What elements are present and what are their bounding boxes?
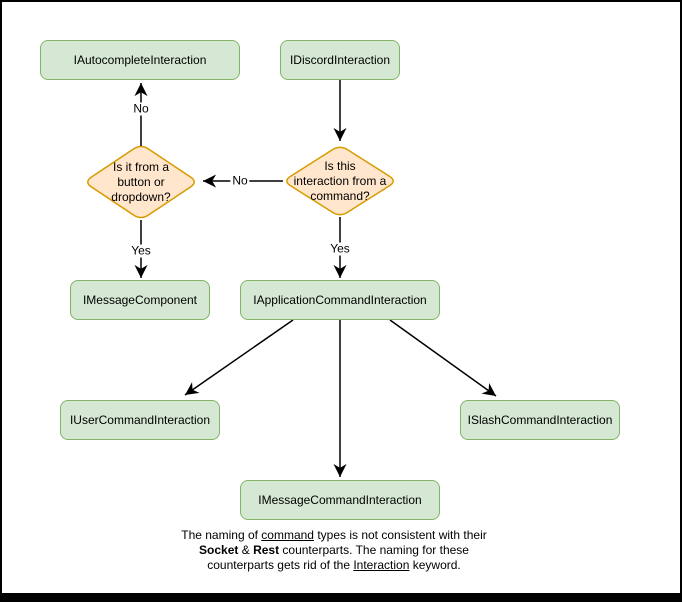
footer-note: The naming of command types is not consi…: [0, 528, 668, 573]
node-imessagecomponent: IMessageComponent: [70, 280, 210, 320]
footer-underlined-interaction: Interaction: [353, 558, 410, 572]
decision-line: dropdown?: [111, 189, 171, 204]
node-iapplicationcommandinteraction: IApplicationCommandInteraction: [240, 280, 440, 320]
footer-text: counterparts gets rid of the: [207, 558, 354, 572]
node-idiscordinteraction: IDiscordInteraction: [280, 40, 400, 80]
edge-label-yes-message-component: Yes: [129, 243, 153, 258]
decision-line: Is this: [324, 158, 356, 173]
decision-from-button-dropdown-shape: [87, 145, 195, 219]
footer-line-3: counterparts gets rid of the Interaction…: [0, 558, 668, 573]
decision-from-button-dropdown-label: Is it from a button or dropdown?: [84, 144, 198, 220]
decision-from-command-shape: [286, 146, 394, 216]
footer-line-2: Socket & Rest counterparts. The naming f…: [0, 543, 668, 558]
decision-line: interaction from a: [293, 173, 387, 188]
edge-label-yes-application-command: Yes: [328, 241, 352, 256]
node-islashcommandinteraction: ISlashCommandInteraction: [460, 400, 620, 440]
decision-line: command?: [310, 188, 370, 203]
footer-text: The naming of: [181, 528, 262, 542]
node-iautocompleteinteraction: IAutocompleteInteraction: [40, 40, 240, 80]
edge-label-no-autocomplete: No: [131, 101, 151, 116]
node-imessagecommandinteraction: IMessageCommandInteraction: [240, 480, 440, 520]
footer-text: &: [238, 543, 254, 557]
decision-line: button or: [117, 174, 165, 189]
footer-line-1: The naming of command types is not consi…: [0, 528, 668, 543]
footer-bold-rest: Rest: [253, 543, 280, 557]
edge-to-user-command: [184, 319, 294, 396]
footer-text: counterparts. The naming for these: [279, 543, 469, 557]
node-iusercommandinteraction: IUserCommandInteraction: [60, 400, 220, 440]
edge-to-slash-command: [389, 319, 497, 397]
footer-bold-socket: Socket: [199, 543, 239, 557]
decision-line: Is it from a: [112, 159, 169, 174]
footer-text: keyword.: [409, 558, 461, 572]
decision-from-command-label: Is this interaction from a command?: [283, 145, 397, 217]
footer-underlined-command: command: [261, 528, 314, 542]
edge-label-no-button-dropdown: No: [230, 173, 250, 188]
footer-text: types is not consistent with their: [313, 528, 487, 542]
